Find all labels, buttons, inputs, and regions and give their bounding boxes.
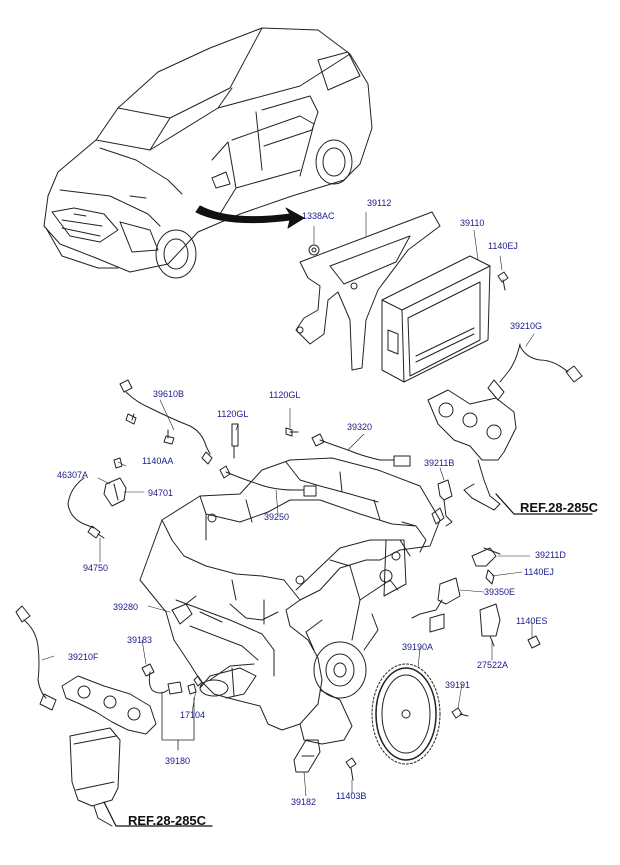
bolt-17104 (193, 675, 203, 687)
part-label-39180[interactable]: 39180 (165, 756, 191, 766)
part-label-39191[interactable]: 39191 (445, 680, 471, 690)
part-label-1120gl-a[interactable]: 1120GL (217, 409, 249, 419)
catalytic-converter (69, 727, 121, 827)
exhaust-manifold-right (427, 389, 517, 511)
sensor-1120gl-a (231, 423, 239, 459)
ecu-bracket (295, 211, 441, 371)
engine-block (139, 457, 441, 745)
part-label-39112[interactable]: 39112 (367, 198, 392, 208)
part-label-1140aa[interactable]: 1140AA (142, 456, 174, 466)
part-label-1140ej-mid[interactable]: 1140EJ (524, 567, 554, 577)
wiring-harness-39610b (119, 379, 213, 465)
part-label-39183[interactable]: 39183 (127, 635, 153, 645)
part-label-1120gl-b[interactable]: 1120GL (269, 390, 301, 400)
arrow (195, 205, 305, 229)
nut-1338ac (308, 244, 320, 256)
part-label-39190a[interactable]: 39190A (402, 642, 434, 652)
bolt-1120gl-b (285, 427, 299, 437)
part-label-39210f[interactable]: 39210F (68, 652, 99, 662)
arrow-right-ref (495, 493, 593, 515)
bracket-39182 (293, 739, 321, 773)
part-label-39182[interactable]: 39182 (291, 797, 317, 807)
part-label-39320[interactable]: 39320 (347, 422, 373, 432)
reference-link-right[interactable]: REF.28-285C (520, 500, 599, 515)
sensor-assembly-left (67, 457, 127, 539)
part-label-94750[interactable]: 94750 (83, 563, 109, 573)
oxygen-sensor-39210g (487, 343, 583, 401)
timing-cover (305, 613, 379, 699)
part-label-39211b[interactable]: 39211B (424, 458, 455, 468)
vehicle-illustration (43, 27, 373, 279)
part-label-39110[interactable]: 39110 (460, 218, 485, 228)
bracket-39280 (171, 595, 197, 625)
bolt-39191 (451, 707, 469, 719)
reference-link-left[interactable]: REF.28-285C (128, 813, 207, 828)
ecu-module (381, 255, 491, 383)
sensor-39211b (431, 479, 453, 527)
oxygen-sensor-39210f (15, 605, 57, 711)
part-label-1338ac[interactable]: 1338AC (302, 211, 335, 221)
sensor-39183 (141, 663, 197, 695)
sensor-assembly-right (411, 547, 541, 649)
part-label-39250[interactable]: 39250 (264, 512, 290, 522)
part-label-39210g[interactable]: 39210G (510, 321, 543, 331)
part-label-39280[interactable]: 39280 (113, 602, 139, 612)
part-label-46307a[interactable]: 46307A (57, 470, 89, 480)
bolt-11403b (345, 757, 357, 781)
part-label-39350e[interactable]: 39350E (484, 587, 516, 597)
bolt-1140ej-top (497, 271, 509, 291)
part-label-17104[interactable]: 17104 (180, 710, 206, 720)
flywheel (371, 663, 441, 765)
part-label-11403b[interactable]: 11403B (336, 791, 367, 801)
part-label-94701[interactable]: 94701 (148, 488, 174, 498)
part-label-27522a[interactable]: 27522A (477, 660, 509, 670)
part-label-39610b[interactable]: 39610B (153, 389, 185, 399)
exhaust-manifold-left (61, 675, 157, 735)
leader-lines (41, 211, 535, 797)
intake-pipe (199, 667, 257, 699)
sensor-39250 (219, 465, 317, 497)
arrow-left-ref (103, 801, 213, 827)
sensor-39320 (311, 433, 411, 467)
part-label-1140ej-top[interactable]: 1140EJ (488, 241, 518, 251)
part-label-1140es[interactable]: 1140ES (516, 616, 548, 626)
part-label-39211d[interactable]: 39211D (535, 550, 566, 560)
